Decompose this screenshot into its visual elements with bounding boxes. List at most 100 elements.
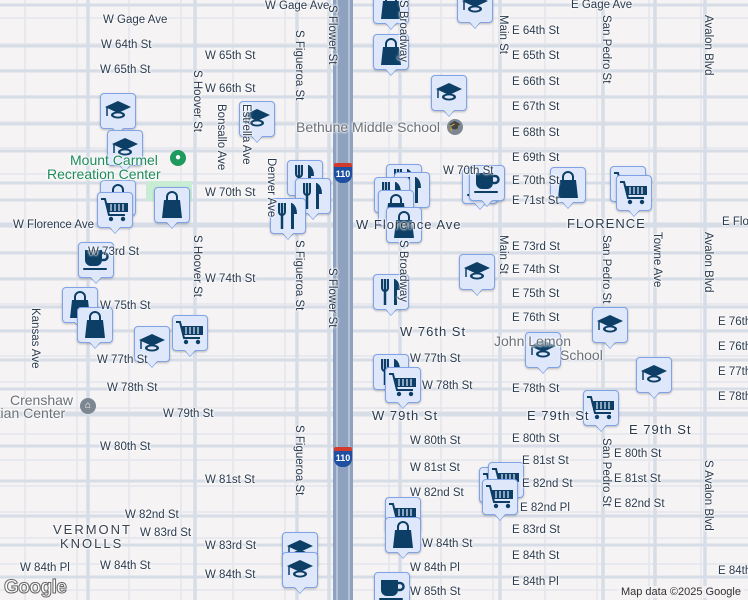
- street-label-vertical: S Hoover St: [191, 235, 203, 297]
- google-logo[interactable]: Google: [3, 577, 67, 599]
- marker-box: [459, 254, 495, 290]
- restaurant-marker[interactable]: [373, 274, 409, 318]
- marker-pointer-fill: [293, 585, 307, 593]
- street-label: E 84th St: [718, 565, 748, 577]
- street-label: W 75th St: [100, 300, 151, 312]
- marker-box: [457, 0, 493, 23]
- school-marker[interactable]: [282, 552, 318, 596]
- marker-pointer-fill: [165, 220, 179, 228]
- street-label-vertical: Bonsallo Ave: [215, 104, 227, 171]
- school-marker[interactable]: [134, 326, 170, 370]
- school-icon: [461, 0, 489, 16]
- street-label: E 81st St: [614, 473, 661, 485]
- marker-box: [239, 101, 275, 137]
- street-label: W 77th St: [97, 354, 148, 366]
- street-label: E 76th St: [718, 316, 748, 328]
- shopping-cart-marker[interactable]: [583, 390, 619, 434]
- place-of-worship-icon[interactable]: ⌂: [80, 398, 96, 414]
- shopping-bag-marker[interactable]: [386, 207, 422, 251]
- school-marker[interactable]: [636, 357, 672, 401]
- school-marker[interactable]: [592, 307, 628, 351]
- shopping-bag-marker[interactable]: [373, 0, 409, 32]
- marker-pointer-fill: [594, 423, 608, 431]
- street-label: W 85th St: [410, 586, 461, 598]
- marker-box: [385, 517, 421, 553]
- school-icon: [104, 100, 132, 122]
- marker-pointer-fill: [183, 348, 197, 356]
- street-label: W 79th St: [372, 408, 439, 423]
- marker-box: [282, 552, 318, 588]
- street-label: W 70th St: [443, 165, 494, 177]
- street-label: W 66th St: [205, 83, 256, 95]
- street-label: W 70th St: [205, 187, 256, 199]
- street-label: W 84th Pl: [20, 562, 70, 574]
- street-label-vertical: Denver Ave: [265, 158, 277, 218]
- street-label: E 83rd St: [512, 524, 560, 536]
- street-label-vertical: S Figueroa St: [293, 240, 305, 311]
- street-label: W 81st St: [205, 474, 255, 486]
- neighborhood-label-1: VERMONT: [53, 522, 132, 537]
- marker-pointer-fill: [561, 200, 575, 208]
- marker-pointer-fill: [396, 400, 410, 408]
- school-icon: [435, 82, 463, 104]
- marker-pointer-fill: [627, 208, 641, 216]
- street-label: W 76th St: [400, 324, 467, 339]
- street-label-vertical: Avalon Blvd: [702, 15, 714, 76]
- shopping-bag-marker[interactable]: [154, 187, 190, 231]
- restaurant-marker[interactable]: [270, 198, 306, 242]
- shopping-cart-icon: [485, 484, 515, 510]
- shopping-bag-icon: [160, 191, 184, 219]
- shopping-cart-marker[interactable]: [385, 367, 421, 411]
- shopping-cart-marker[interactable]: [616, 175, 652, 219]
- school-icon: [463, 261, 491, 283]
- school-icon: [111, 137, 139, 159]
- street-label: E 68th St: [512, 127, 560, 139]
- school-marker[interactable]: [457, 0, 493, 31]
- street-label-vertical: S Flower St: [326, 5, 338, 65]
- shopping-bag-marker[interactable]: [77, 307, 113, 351]
- street-label-vertical: S Flower St: [326, 268, 338, 328]
- shopping-bag-icon: [379, 0, 403, 20]
- street-label: E 84th Pl: [512, 576, 559, 588]
- coffee-marker[interactable]: [469, 165, 505, 209]
- shopping-cart-marker[interactable]: [97, 192, 133, 236]
- street-label: W 83rd St: [140, 527, 192, 539]
- school-marker[interactable]: [239, 101, 275, 145]
- shopping-bag-marker[interactable]: [373, 34, 409, 78]
- marker-box: [154, 187, 190, 223]
- street-label: W 79th St: [163, 408, 214, 420]
- shopping-cart-marker[interactable]: [482, 479, 518, 523]
- marker-box: [97, 192, 133, 228]
- street-label-vertical: S Broadway: [397, 240, 409, 303]
- map-attribution[interactable]: Map data ©2025 Google: [617, 586, 744, 598]
- street-label: W 80th St: [100, 441, 151, 453]
- marker-pointer-fill: [442, 108, 456, 116]
- school-marker[interactable]: [431, 75, 467, 119]
- marker-box: [77, 307, 113, 343]
- street-label: W 78th St: [422, 380, 473, 392]
- school-marker[interactable]: [459, 254, 495, 298]
- marker-box: [386, 207, 422, 243]
- street-label: E 78th St: [512, 383, 560, 395]
- marker-box: [525, 332, 561, 368]
- shopping-bag-icon: [83, 311, 107, 339]
- marker-pointer-fill: [536, 365, 550, 373]
- shopping-cart-marker[interactable]: [172, 315, 208, 359]
- street-label: E Florence Ave: [722, 216, 748, 228]
- street-label: E 65th St: [512, 50, 560, 62]
- street-label-vertical: Main St: [497, 15, 509, 54]
- street-label: E 73rd St: [512, 241, 560, 253]
- shopping-bag-marker[interactable]: [385, 517, 421, 561]
- coffee-marker[interactable]: [374, 572, 410, 600]
- school-marker[interactable]: [525, 332, 561, 376]
- street-label: W 82nd St: [125, 509, 179, 521]
- shopping-bag-marker[interactable]: [550, 167, 586, 211]
- coffee-marker[interactable]: [78, 242, 114, 286]
- street-label: E 78th St: [718, 391, 748, 403]
- street-label: E 76th St: [512, 312, 560, 324]
- street-label-vertical: San Pedro St: [600, 235, 612, 304]
- school-marker[interactable]: [107, 130, 143, 174]
- school-poi-icon[interactable]: 🎓: [447, 119, 463, 135]
- park-poi-icon[interactable]: ●: [170, 150, 186, 166]
